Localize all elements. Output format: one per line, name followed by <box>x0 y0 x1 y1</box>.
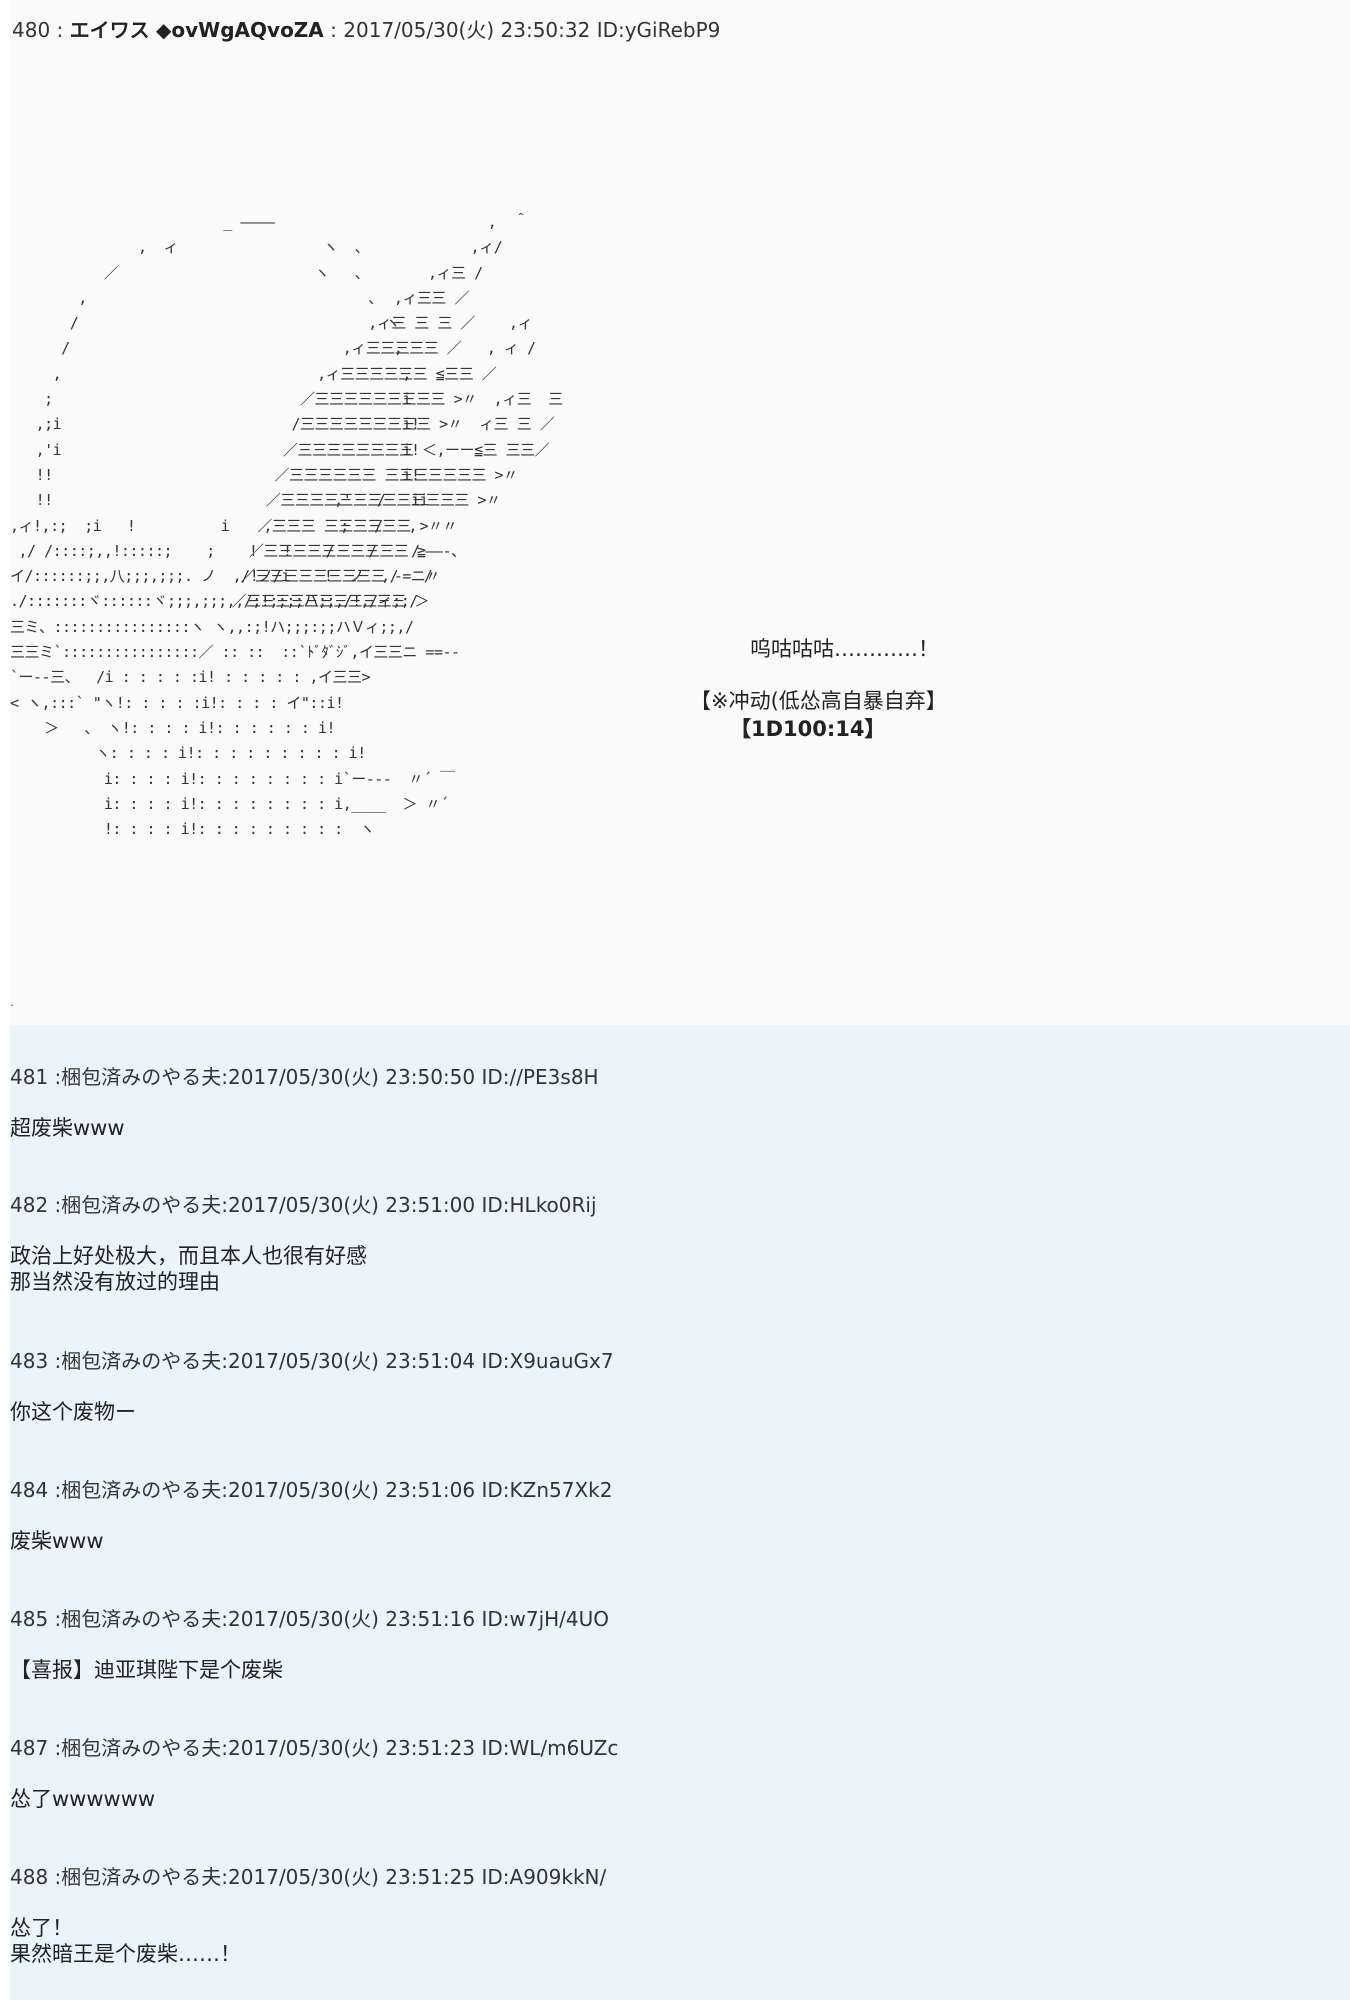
poster-name: 梱包済みのやる夫 <box>61 1349 222 1373</box>
ascii-art-figure: _ ―――― , ィ ヽ 、 ／ ヽ 、 , 、 / ヽ / <box>10 213 460 839</box>
post-header: 484 :梱包済みのやる夫:2017/05/30(火) 23:51:06 ID:… <box>10 1478 613 1502</box>
post-number[interactable]: 488 <box>10 1865 49 1889</box>
poster-name: 梱包済みのやる夫 <box>61 1736 222 1760</box>
reply-post: 483 :梱包済みのやる夫:2017/05/30(火) 23:51:04 ID:… <box>10 1349 1340 1425</box>
ascii-art-wing: , ＾ ,ィ/ ,ィ三 / ,ィ三三 ／ <box>231 213 563 611</box>
post-number[interactable]: 485 <box>10 1607 49 1631</box>
post-date: 2017/05/30(火) 23:51:23 <box>228 1736 476 1760</box>
post-date: 2017/05/30(火) 23:51:00 <box>228 1193 476 1217</box>
post-date: 2017/05/30(火) 23:50:32 <box>343 18 591 42</box>
post-date: 2017/05/30(火) 23:51:25 <box>228 1865 476 1889</box>
post-date: 2017/05/30(火) 23:51:06 <box>228 1478 476 1502</box>
dice-result: 【1D100:14】 <box>730 717 886 741</box>
reply-post: 488 :梱包済みのやる夫:2017/05/30(火) 23:51:25 ID:… <box>10 1865 1340 1967</box>
post-header: 485 :梱包済みのやる夫:2017/05/30(火) 23:51:16 ID:… <box>10 1607 610 1631</box>
post-body: 怂了！ 果然暗王是个废柴……！ <box>10 1916 241 1966</box>
post-body: 你这个废物ー <box>10 1400 136 1424</box>
post-number[interactable]: 484 <box>10 1478 49 1502</box>
poster-name: 梱包済みのやる夫 <box>61 1865 222 1889</box>
post-header: 487 :梱包済みのやる夫:2017/05/30(火) 23:51:23 ID:… <box>10 1736 619 1760</box>
trailing-dot: . <box>10 995 14 1009</box>
poster-name: 梱包済みのやる夫 <box>61 1193 222 1217</box>
post-number[interactable]: 487 <box>10 1736 49 1760</box>
poster-id[interactable]: ID:A909kkN/ <box>481 1865 607 1889</box>
separator: : <box>56 18 64 42</box>
poster-trip: ◆ovWgAQvoZA <box>156 18 324 42</box>
post-header: 483 :梱包済みのやる夫:2017/05/30(火) 23:51:04 ID:… <box>10 1349 614 1373</box>
reply-list: 481 :梱包済みのやる夫:2017/05/30(火) 23:50:50 ID:… <box>10 1025 1350 2000</box>
post-header: 482 :梱包済みのやる夫:2017/05/30(火) 23:51:00 ID:… <box>10 1193 597 1217</box>
post-header: 488 :梱包済みのやる夫:2017/05/30(火) 23:51:25 ID:… <box>10 1865 607 1889</box>
post-number[interactable]: 483 <box>10 1349 49 1373</box>
post-header: 481 :梱包済みのやる夫:2017/05/30(火) 23:50:50 ID:… <box>10 1065 599 1089</box>
poster-name: 梱包済みのやる夫 <box>61 1607 222 1631</box>
post-body: 怂了wwwwww <box>10 1787 156 1811</box>
dice-rule: 【※冲动(低怂高自暴自弃】 <box>690 689 947 713</box>
poster-name: 梱包済みのやる夫 <box>61 1065 222 1089</box>
poster-name: 梱包済みのやる夫 <box>61 1478 222 1502</box>
post-body: 废柴www <box>10 1529 104 1553</box>
poster-id[interactable]: ID:yGiRebP9 <box>596 18 721 42</box>
post-date: 2017/05/30(火) 23:51:16 <box>228 1607 476 1631</box>
post-body: 【喜报】迪亚琪陛下是个废柴 <box>10 1658 283 1682</box>
poster-id[interactable]: ID:KZn57Xk2 <box>481 1478 613 1502</box>
cry-text: 呜咕咕咕…………！ <box>750 637 939 661</box>
poster-id[interactable]: ID:X9uauGx7 <box>481 1349 614 1373</box>
separator: : <box>330 18 337 42</box>
reply-post: 487 :梱包済みのやる夫:2017/05/30(火) 23:51:23 ID:… <box>10 1736 1340 1812</box>
post-body: 政治上好处极大，而且本人也很有好感 那当然没有放过的理由 <box>10 1244 367 1294</box>
reply-post: 482 :梱包済みのやる夫:2017/05/30(火) 23:51:00 ID:… <box>10 1193 1340 1295</box>
poster-id[interactable]: ID:WL/m6UZc <box>481 1736 619 1760</box>
post-number[interactable]: 480 <box>12 18 51 42</box>
post-header: 480 : エイワス ◆ovWgAQvoZA : 2017/05/30(火) 2… <box>12 18 720 42</box>
post-date: 2017/05/30(火) 23:51:04 <box>228 1349 476 1373</box>
reply-post: 481 :梱包済みのやる夫:2017/05/30(火) 23:50:50 ID:… <box>10 1065 1340 1141</box>
poster-id[interactable]: ID://PE3s8H <box>481 1065 599 1089</box>
poster-id[interactable]: ID:HLko0Rij <box>481 1193 597 1217</box>
reply-post: 484 :梱包済みのやる夫:2017/05/30(火) 23:51:06 ID:… <box>10 1478 1340 1554</box>
post-number[interactable]: 482 <box>10 1193 49 1217</box>
post-body: 超废柴www <box>10 1116 125 1140</box>
main-post: 480 : エイワス ◆ovWgAQvoZA : 2017/05/30(火) 2… <box>10 0 1350 1025</box>
poster-id[interactable]: ID:w7jH/4UO <box>481 1607 610 1631</box>
poster-name: エイワス <box>69 18 150 42</box>
post-date: 2017/05/30(火) 23:50:50 <box>228 1065 476 1089</box>
post-number[interactable]: 481 <box>10 1065 49 1089</box>
reply-post: 485 :梱包済みのやる夫:2017/05/30(火) 23:51:16 ID:… <box>10 1607 1340 1683</box>
